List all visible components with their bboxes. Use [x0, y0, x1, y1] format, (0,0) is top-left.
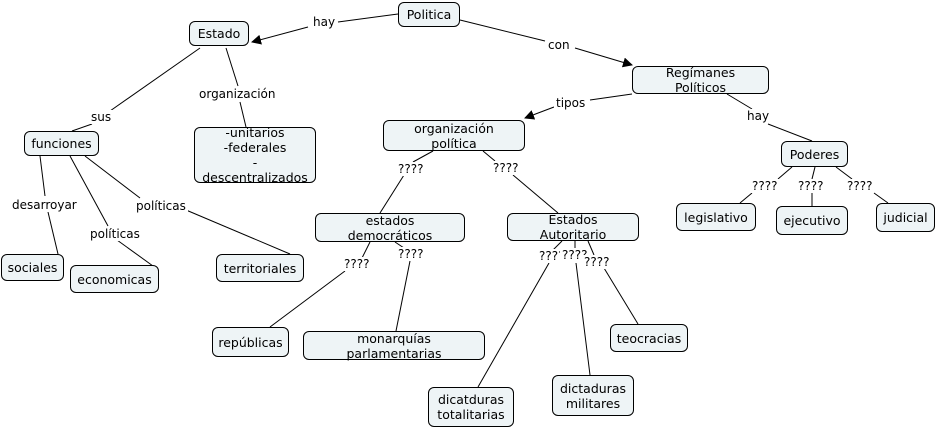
link-label-q-ejecutivo: ???? — [796, 179, 826, 193]
concept-ejecutivo[interactable]: ejecutivo — [776, 206, 848, 235]
edge-q-jud-judicial — [873, 192, 889, 204]
link-label-hay-poderes: hay — [745, 109, 772, 123]
edge-poderes-q-leg — [777, 166, 793, 180]
link-label-q-teocracias: ???? — [582, 255, 612, 269]
link-label-sus: sus — [89, 110, 114, 124]
edge-hay-estado — [251, 26, 309, 45]
edge-politicas-economicas — [116, 239, 154, 267]
concept-dictaduras-totalitarias[interactable]: dicatduras totalitarias — [428, 387, 514, 427]
concept-dictaduras-militares[interactable]: dictaduras militares — [552, 375, 634, 416]
edge-politica-con — [459, 19, 546, 42]
concept-monarquias-parlamentarias[interactable]: monarquías parlamentarias — [303, 331, 485, 361]
concept-estados-democraticos[interactable]: estados democráticos — [315, 213, 465, 243]
edge-politicas-territoriales — [185, 209, 291, 255]
edge-q-aut-autoritario — [512, 174, 559, 214]
link-label-q-republicas: ???? — [342, 257, 372, 271]
link-label-q-totalitarias: ???? — [537, 249, 567, 263]
edge-q-dem-democraticos — [379, 174, 405, 214]
edge-tipos-orgpolitica — [524, 106, 555, 120]
concept-judicial[interactable]: judicial — [876, 203, 935, 232]
concept-republicas[interactable]: repúblicas — [212, 327, 289, 357]
edge-q-rep-republicas — [269, 270, 346, 328]
edge-hay-poderes — [767, 123, 813, 142]
edge-estado-organizacion — [225, 47, 239, 87]
link-label-q-monarquias: ???? — [396, 247, 426, 261]
edge-estado-sus — [109, 47, 201, 112]
edge-q-teo-teocracias — [603, 267, 639, 325]
link-label-q-judicial: ???? — [845, 179, 875, 193]
edge-poderes-q-eje — [811, 166, 816, 180]
edge-funciones-politicas-eco — [69, 155, 109, 227]
concept-teocracias[interactable]: teocracias — [610, 324, 688, 352]
link-label-desarroyar: desarroyar — [10, 198, 79, 212]
concept-economicas[interactable]: economicas — [70, 265, 159, 293]
concept-sociales[interactable]: sociales — [1, 254, 64, 281]
edge-q-leg-legislativo — [739, 192, 753, 204]
link-label-politicas-territoriales: políticas — [134, 199, 188, 213]
link-label-organizacion: organización — [197, 87, 278, 101]
edge-q-mil-militares — [575, 262, 591, 376]
link-label-politicas-economicas: políticas — [88, 227, 142, 241]
edge-dem-q-rep — [361, 241, 371, 259]
edge-con-regimenes — [574, 47, 633, 68]
concept-poderes[interactable]: Poderes — [781, 141, 848, 167]
edge-q-mon-monarquias — [395, 260, 411, 332]
concept-legislativo[interactable]: legislativo — [676, 203, 756, 231]
concept-estado-organizacion[interactable]: -unitarios -federales -descentralizados — [194, 125, 316, 185]
concept-estados-autoritario[interactable]: Estados Autoritario — [507, 212, 639, 242]
edge-q-tot-totalitarias — [477, 262, 550, 388]
edge-politica-hay — [337, 13, 399, 23]
edge-aut-q-teo — [587, 240, 595, 256]
edge-organizacion-box — [239, 101, 247, 128]
edge-funciones-politicas-terr — [84, 155, 141, 199]
edge-regimenes-tipos — [589, 93, 633, 101]
concept-funciones[interactable]: funciones — [24, 131, 99, 156]
concept-politica[interactable]: Politica — [398, 2, 460, 27]
link-label-hay: hay — [311, 15, 338, 29]
edge-sus-funciones — [71, 123, 93, 132]
concept-estado[interactable]: Estado — [189, 21, 249, 46]
edge-regimenes-hay — [726, 93, 753, 110]
link-label-q-democraticos: ???? — [396, 162, 426, 176]
link-label-tipos: tipos — [554, 96, 588, 110]
edge-funciones-desarroyar — [39, 155, 46, 197]
concept-territoriales[interactable]: territoriales — [216, 254, 304, 282]
concept-regimenes-politicos[interactable]: Regímanes Políticos — [632, 65, 769, 95]
edge-orgpol-q-dem — [412, 150, 434, 163]
concept-organizacion-politica[interactable]: organización política — [383, 120, 525, 151]
link-label-con: con — [546, 38, 572, 52]
edge-poderes-q-jud — [835, 166, 853, 180]
edge-desarroyar-sociales — [47, 211, 59, 255]
edge-orgpol-q-aut — [482, 150, 496, 162]
link-label-q-legislativo: ???? — [750, 179, 780, 193]
link-label-q-autoritario: ???? — [491, 161, 521, 175]
